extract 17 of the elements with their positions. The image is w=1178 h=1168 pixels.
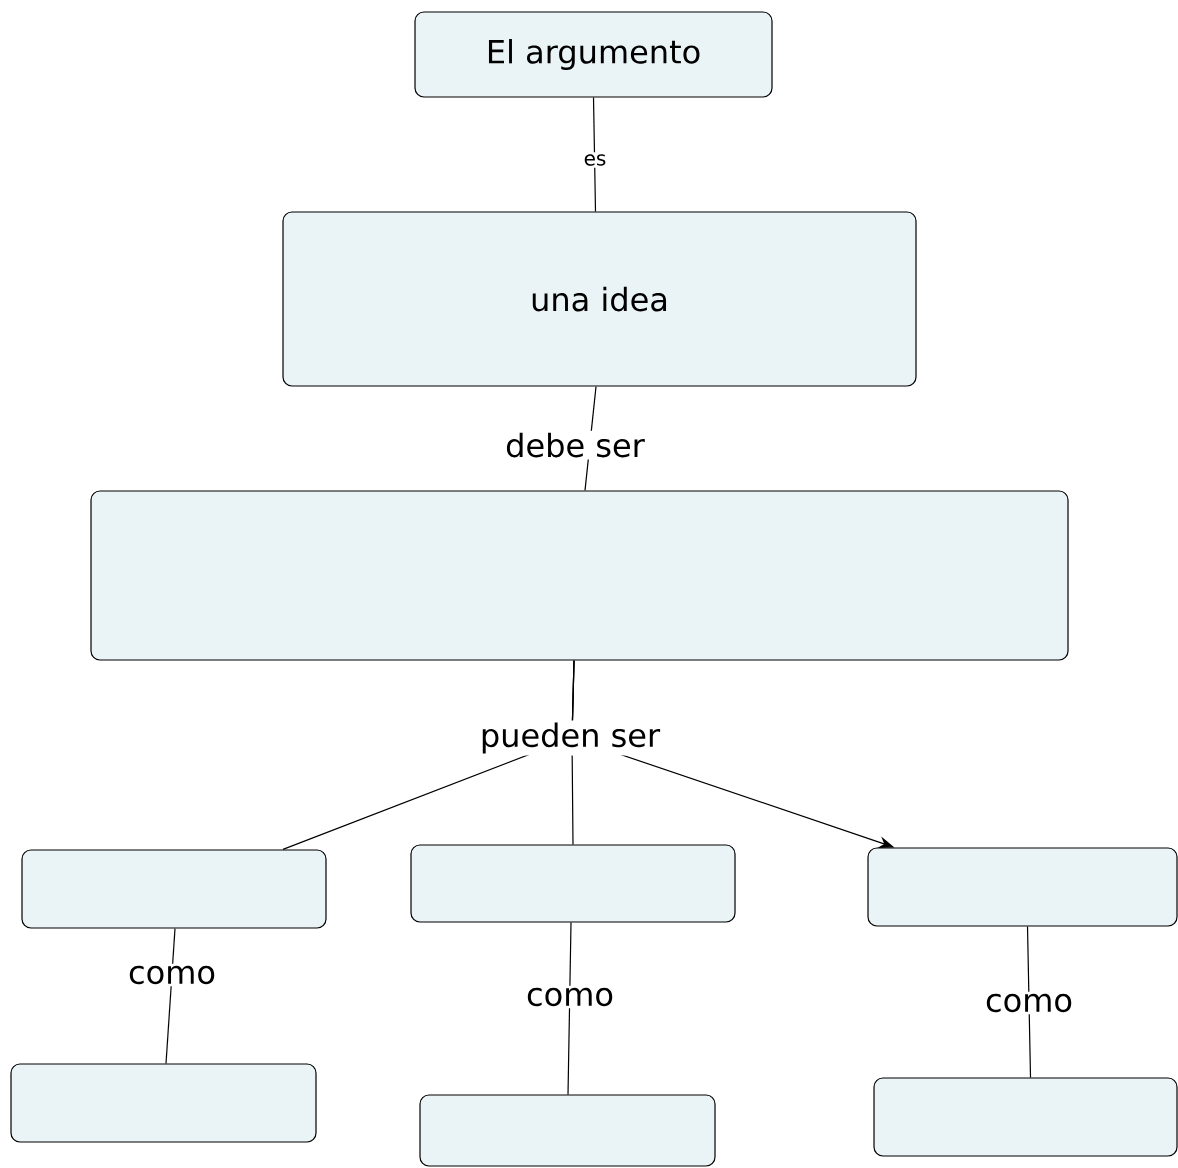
edge-label: es <box>581 152 609 168</box>
edge-label: como <box>126 963 218 987</box>
edge-label: como <box>524 985 616 1009</box>
connector <box>567 922 572 1095</box>
edge-label: pueden ser <box>477 720 663 756</box>
empty-box <box>410 844 736 923</box>
empty-box <box>419 1094 716 1167</box>
empty-box <box>10 1063 317 1143</box>
empty-box <box>873 1077 1178 1157</box>
edge-label: como <box>983 991 1075 1015</box>
empty-box <box>21 849 327 929</box>
connector <box>592 97 597 212</box>
edge-label: debe ser <box>503 430 647 460</box>
empty-box <box>867 847 1178 927</box>
concept-box: una idea <box>282 211 917 387</box>
concept-box: El argumento <box>414 11 773 98</box>
empty-box <box>90 490 1069 661</box>
